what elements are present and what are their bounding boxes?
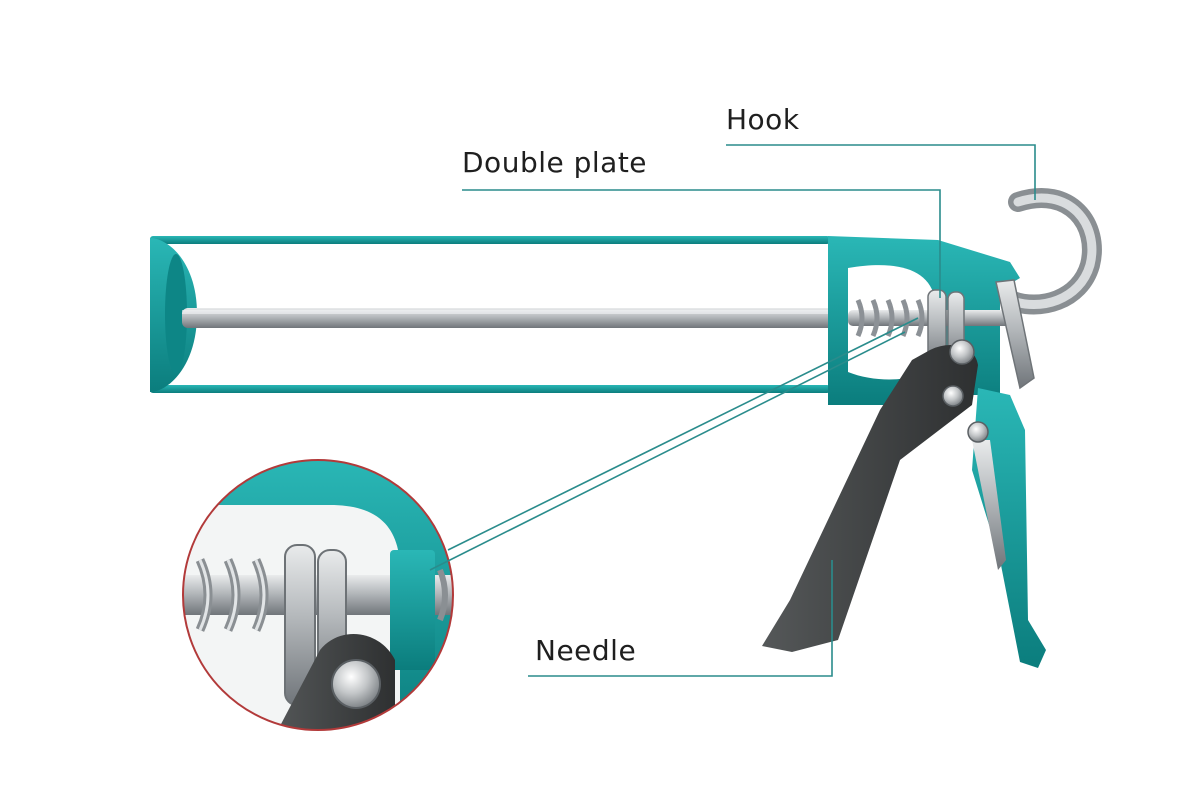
hook — [1000, 188, 1102, 315]
pivot-bolts — [942, 339, 989, 443]
release-plate — [995, 279, 1035, 390]
trigger-handle — [762, 345, 978, 652]
zoom-connector-top — [447, 317, 919, 551]
barrel-frame — [150, 236, 830, 393]
leader-needle — [528, 560, 833, 677]
end-cap — [150, 238, 197, 392]
label-double-plate: Double plate — [462, 146, 648, 179]
label-hook: Hook — [726, 103, 800, 136]
spring — [855, 298, 925, 338]
zoom-connector-bottom — [429, 331, 906, 571]
leader-hook — [726, 144, 1036, 200]
plunger-rod — [182, 308, 847, 328]
leader-lines — [429, 144, 1036, 677]
rear-handle — [972, 388, 1046, 668]
label-needle: Needle — [535, 634, 637, 667]
zoom-inset — [182, 459, 454, 731]
leader-double-plate — [462, 189, 941, 298]
